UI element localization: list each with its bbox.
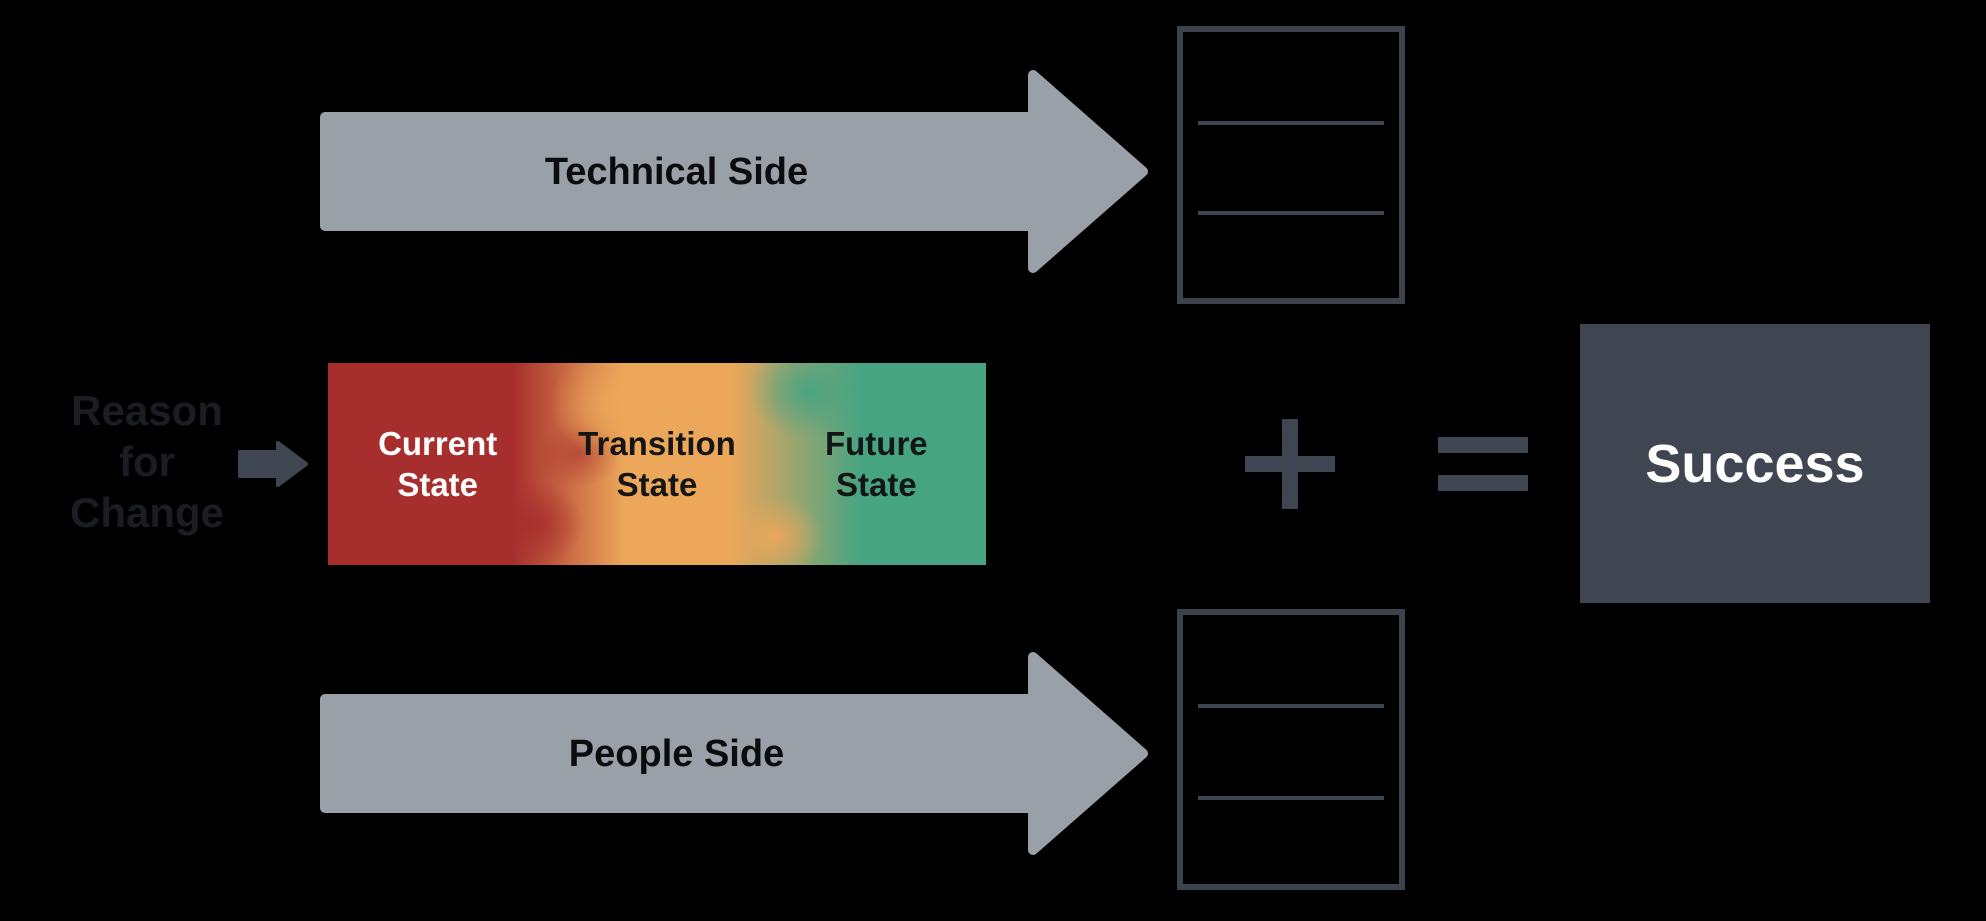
reason-line-3: Change — [69, 489, 224, 536]
technical-side-label: Technical Side — [544, 150, 809, 193]
right-arrow-icon — [238, 441, 308, 487]
state-gradient-bar: Current State Transition State Future St… — [328, 363, 986, 565]
document-line — [1198, 121, 1384, 125]
equals-icon — [1438, 437, 1528, 491]
reason-line-1: Reason — [71, 387, 223, 434]
document-line — [1198, 211, 1384, 215]
future-state-label: Future State — [824, 425, 928, 503]
success-label: Success — [1645, 433, 1865, 494]
people-side-arrow — [320, 652, 1148, 855]
plus-icon — [1245, 419, 1335, 509]
people-side-label: People Side — [568, 732, 785, 775]
transition-state-label: Transition State — [578, 425, 736, 503]
reason-line-2: for — [119, 438, 175, 485]
technical-outcome-box — [1177, 26, 1405, 304]
technical-side-arrow — [320, 70, 1148, 273]
reason-for-change-label: Reason for Change — [30, 385, 264, 538]
document-line — [1198, 796, 1384, 800]
people-outcome-box — [1177, 609, 1405, 890]
success-box: Success — [1580, 324, 1930, 603]
document-line — [1198, 704, 1384, 708]
current-state-label: Current State — [378, 425, 498, 503]
